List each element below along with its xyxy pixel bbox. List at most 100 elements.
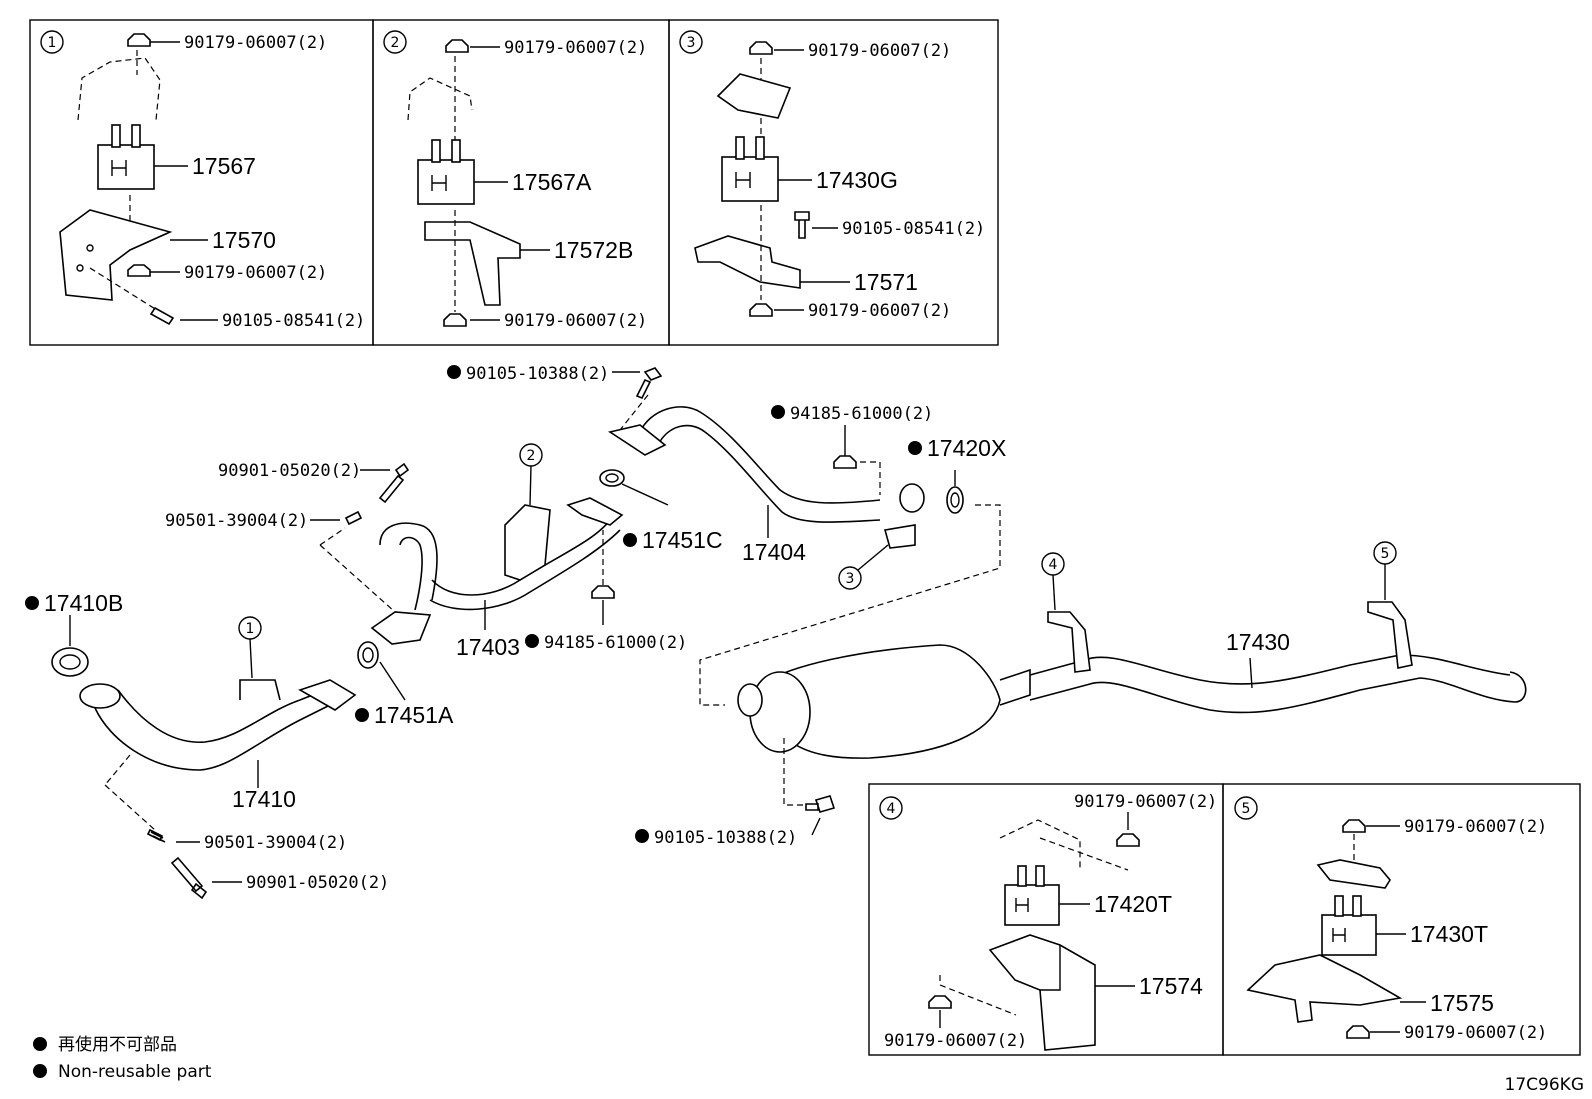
label-spring-top: 90501-39004(2)	[165, 511, 308, 531]
gasket-17451a	[357, 641, 379, 669]
bolt-icon	[170, 856, 208, 900]
label-nut-bottom: 90179-06007(2)	[884, 1031, 1027, 1051]
bolt-icon	[794, 211, 810, 239]
center-pipe-17403	[370, 497, 624, 645]
bolt-icon	[635, 367, 663, 400]
inset-number: 5	[1242, 801, 1251, 817]
nut-icon	[1116, 833, 1140, 847]
spring-icon	[344, 510, 363, 526]
non-reusable-dot	[623, 533, 637, 547]
flange	[899, 483, 925, 513]
nut-icon	[1342, 819, 1366, 833]
legend: 再使用不可部品 Non-reusable part	[33, 1034, 212, 1082]
label-bolt: 90105-08541(2)	[842, 219, 985, 239]
nut-icon	[749, 303, 773, 317]
flange	[608, 424, 667, 456]
frame-hanger-ghost	[407, 77, 473, 121]
inset-number-circle	[40, 30, 64, 54]
label-mount: 17430G	[816, 167, 898, 193]
rubber-mount-17430g	[721, 136, 779, 202]
label-mount: 17567	[192, 153, 256, 179]
label-nut-bottom: 90179-06007(2)	[808, 301, 951, 321]
nut-icon	[1346, 1025, 1370, 1039]
hanger-bracket	[883, 524, 916, 549]
hanger-tab	[239, 679, 281, 701]
legend-japanese: 再使用不可部品	[58, 1034, 177, 1055]
spring-icon	[146, 828, 166, 843]
bracket-17572b	[424, 221, 521, 306]
frame-hanger	[716, 73, 792, 119]
label-17410: 17410	[232, 786, 296, 812]
callout-2: 2	[527, 448, 536, 464]
callout-5: 5	[1381, 546, 1390, 562]
rubber-mount-17567	[97, 124, 155, 190]
nut-icon	[127, 264, 151, 277]
label-bolt-top-2: 90105-10388(2)	[466, 364, 609, 384]
label-bracket: 17570	[212, 227, 276, 253]
label-bolt: 90105-08541(2)	[222, 311, 365, 331]
label-bolt-bottom: 90901-05020(2)	[246, 873, 389, 893]
callout-4: 4	[1049, 557, 1058, 573]
label-nut-mid: 94185-61000(2)	[544, 633, 687, 653]
rubber-mount-17430t	[1321, 895, 1377, 956]
legend-english: Non-reusable part	[58, 1062, 212, 1082]
label-17410b: 17410B	[44, 590, 123, 616]
frame-hanger-ghost	[999, 819, 1081, 870]
gasket-17410b	[51, 647, 89, 677]
rubber-mount-17567a	[417, 139, 475, 205]
non-reusable-dot	[33, 1064, 47, 1078]
non-reusable-dot	[525, 634, 539, 648]
non-reusable-dot	[25, 596, 39, 610]
label-nut-top: 90179-06007(2)	[184, 33, 327, 53]
label-bracket: 17574	[1139, 973, 1203, 999]
hanger-rod	[1367, 601, 1413, 669]
bolt-icon	[378, 462, 410, 504]
intermediate-pipe-17404	[608, 406, 925, 549]
inset-number: 2	[391, 35, 400, 51]
non-reusable-dot	[771, 405, 785, 419]
label-nut-top: 90179-06007(2)	[808, 41, 951, 61]
non-reusable-dot	[33, 1037, 47, 1051]
inset-number: 4	[887, 801, 896, 817]
label-bracket: 17572B	[554, 237, 633, 263]
label-bolt-bottom-2: 90105-10388(2)	[654, 828, 797, 848]
label-nut-bottom: 90179-06007(2)	[184, 263, 327, 283]
label-nut-top-2: 94185-61000(2)	[790, 404, 933, 424]
hanger-rod	[1047, 611, 1091, 673]
tail-pipe-muffler-17430	[737, 601, 1527, 759]
label-17404: 17404	[742, 539, 806, 565]
label-nut-top: 90179-06007(2)	[1074, 792, 1217, 812]
flange	[370, 611, 432, 645]
label-17451c: 17451C	[642, 527, 723, 553]
label-bolt-top: 90901-05020(2)	[218, 461, 361, 481]
label-bracket: 17571	[854, 269, 918, 295]
inset-number: 3	[687, 35, 696, 51]
inset-box-5: 5 90179-06007(2) 17430T 17575 90179-0600…	[1222, 783, 1581, 1056]
front-exhaust-pipe-17410	[79, 679, 357, 771]
label-17403: 17403	[456, 634, 520, 660]
nut-icon	[445, 39, 469, 53]
gasket-17451c	[599, 469, 625, 487]
label-bracket: 17575	[1430, 990, 1494, 1016]
inset-box-2: 2 90179-06007(2) 17567A 17572B 90179-060…	[372, 19, 670, 346]
frame-hanger-ghost	[77, 57, 161, 121]
flange	[566, 497, 624, 526]
label-nut-top: 90179-06007(2)	[1404, 817, 1547, 837]
frame-hanger	[1316, 859, 1391, 889]
inset-number: 1	[48, 35, 57, 51]
nut-icon	[833, 455, 857, 469]
label-nut-bottom: 90179-06007(2)	[504, 311, 647, 331]
non-reusable-dot	[635, 829, 649, 843]
label-mount: 17430T	[1410, 921, 1488, 947]
non-reusable-dot	[355, 708, 369, 722]
non-reusable-dot	[908, 441, 922, 455]
label-nut-top: 90179-06007(2)	[504, 38, 647, 58]
non-reusable-dot	[447, 365, 461, 379]
rubber-mount-17420t	[1004, 865, 1060, 926]
inset-box-4: 4 90179-06007(2) 17420T 17574 90179-0600…	[868, 783, 1224, 1056]
nut-icon	[749, 41, 773, 55]
label-17451a: 17451A	[374, 702, 454, 728]
inset-box-3: 3 90179-06007(2) 17430G 90105-08541(2) 1…	[668, 19, 999, 346]
gasket-17420x	[946, 486, 964, 514]
